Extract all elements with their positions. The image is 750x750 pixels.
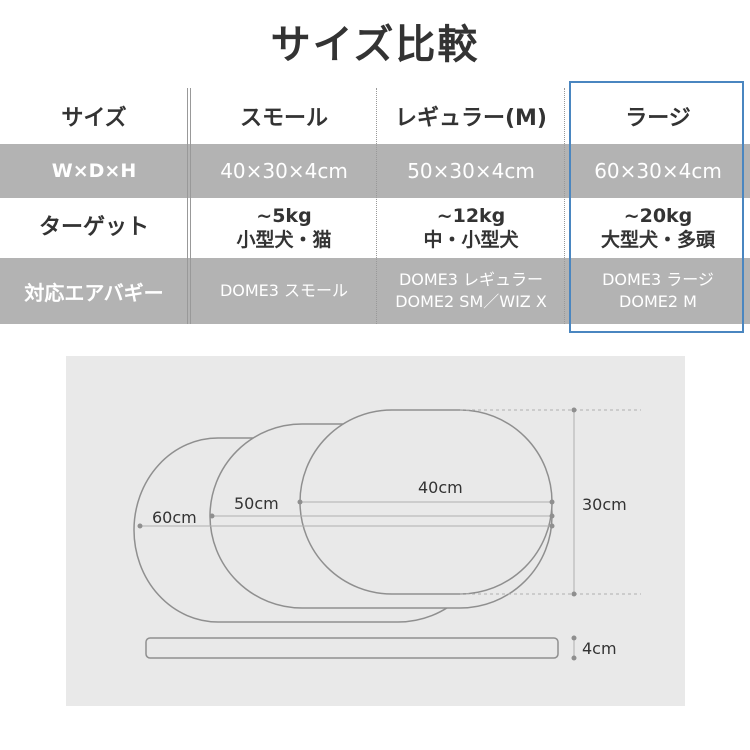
- target-regular: ~12kg 中・小型犬: [378, 198, 564, 258]
- dim-dot: [137, 523, 143, 529]
- dimensions-label: W×D×H: [51, 160, 137, 182]
- label-40cm: 40cm: [418, 478, 463, 497]
- dim-dot: [571, 635, 577, 641]
- bed-side-profile: [145, 637, 559, 659]
- header-size: サイズ: [61, 106, 127, 131]
- label-50cm: 50cm: [234, 494, 279, 513]
- airbuggy-model: DOME2 SM／WIZ X: [395, 292, 547, 311]
- table-row-dimensions: W×D×H 40×30×4cm 50×30×4cm 60×30×4cm: [0, 144, 750, 198]
- header-regular: レギュラー(M): [394, 106, 547, 131]
- header-small: スモール: [239, 106, 328, 131]
- target-weight: ~20kg: [623, 205, 693, 227]
- airbuggy-regular: DOME3 レギュラー DOME2 SM／WIZ X: [378, 258, 564, 324]
- airbuggy-model: DOME3 ラージ: [602, 270, 714, 289]
- label-60cm: 60cm: [152, 508, 197, 527]
- airbuggy-label: 対応エアバギー: [24, 280, 164, 305]
- large-column-highlight: [569, 81, 744, 333]
- size-diagram-svg: 60cm 50cm 40cm 30cm 4cm: [133, 407, 641, 661]
- dim-dot: [297, 499, 303, 505]
- dim-dot: [209, 513, 215, 519]
- table-row-target: ターゲット ~5kg 小型犬・猫 ~12kg 中・小型犬 ~20kg 大型犬・多…: [0, 198, 750, 258]
- target-animal: 中・小型犬: [423, 229, 519, 251]
- dim-dot: [571, 407, 577, 413]
- dimensions-regular: 50×30×4cm: [407, 159, 535, 183]
- dim-dot: [571, 591, 577, 597]
- header-large: ラージ: [625, 106, 691, 131]
- airbuggy-model: DOME2 M: [619, 292, 697, 311]
- airbuggy-model: DOME3 レギュラー: [398, 270, 544, 289]
- dim-dot: [549, 523, 555, 529]
- column-divider: [376, 88, 377, 324]
- airbuggy-large: DOME3 ラージ DOME2 M: [566, 258, 750, 324]
- size-table: サイズ スモール レギュラー(M) ラージ W×D×H 40×30×4cm 50…: [0, 88, 750, 324]
- dimensions-small: 40×30×4cm: [220, 159, 348, 183]
- dim-dot: [549, 499, 555, 505]
- target-label: ターゲット: [38, 215, 149, 240]
- label-4cm: 4cm: [582, 639, 617, 658]
- table-row-airbuggy: 対応エアバギー DOME3 スモール DOME3 レギュラー DOME2 SM／…: [0, 258, 750, 324]
- dim-dot: [571, 655, 577, 661]
- target-animal: 大型犬・多頭: [600, 229, 715, 251]
- size-diagram: 60cm 50cm 40cm 30cm 4cm: [66, 356, 685, 706]
- page-title: サイズ比較: [270, 22, 480, 68]
- dim-dot: [549, 513, 555, 519]
- target-weight: ~5kg: [256, 205, 312, 227]
- target-animal: 小型犬・猫: [236, 229, 332, 251]
- table-header-row: サイズ スモール レギュラー(M) ラージ: [0, 88, 750, 144]
- label-30cm: 30cm: [582, 495, 627, 514]
- airbuggy-small: DOME3 スモール: [192, 258, 376, 324]
- airbuggy-model: DOME3 スモール: [219, 281, 349, 300]
- column-divider: [187, 88, 191, 324]
- target-weight: ~12kg: [436, 205, 506, 227]
- target-large: ~20kg 大型犬・多頭: [566, 198, 750, 258]
- target-small: ~5kg 小型犬・猫: [192, 198, 376, 258]
- column-divider: [564, 88, 565, 324]
- dimensions-large: 60×30×4cm: [594, 159, 722, 183]
